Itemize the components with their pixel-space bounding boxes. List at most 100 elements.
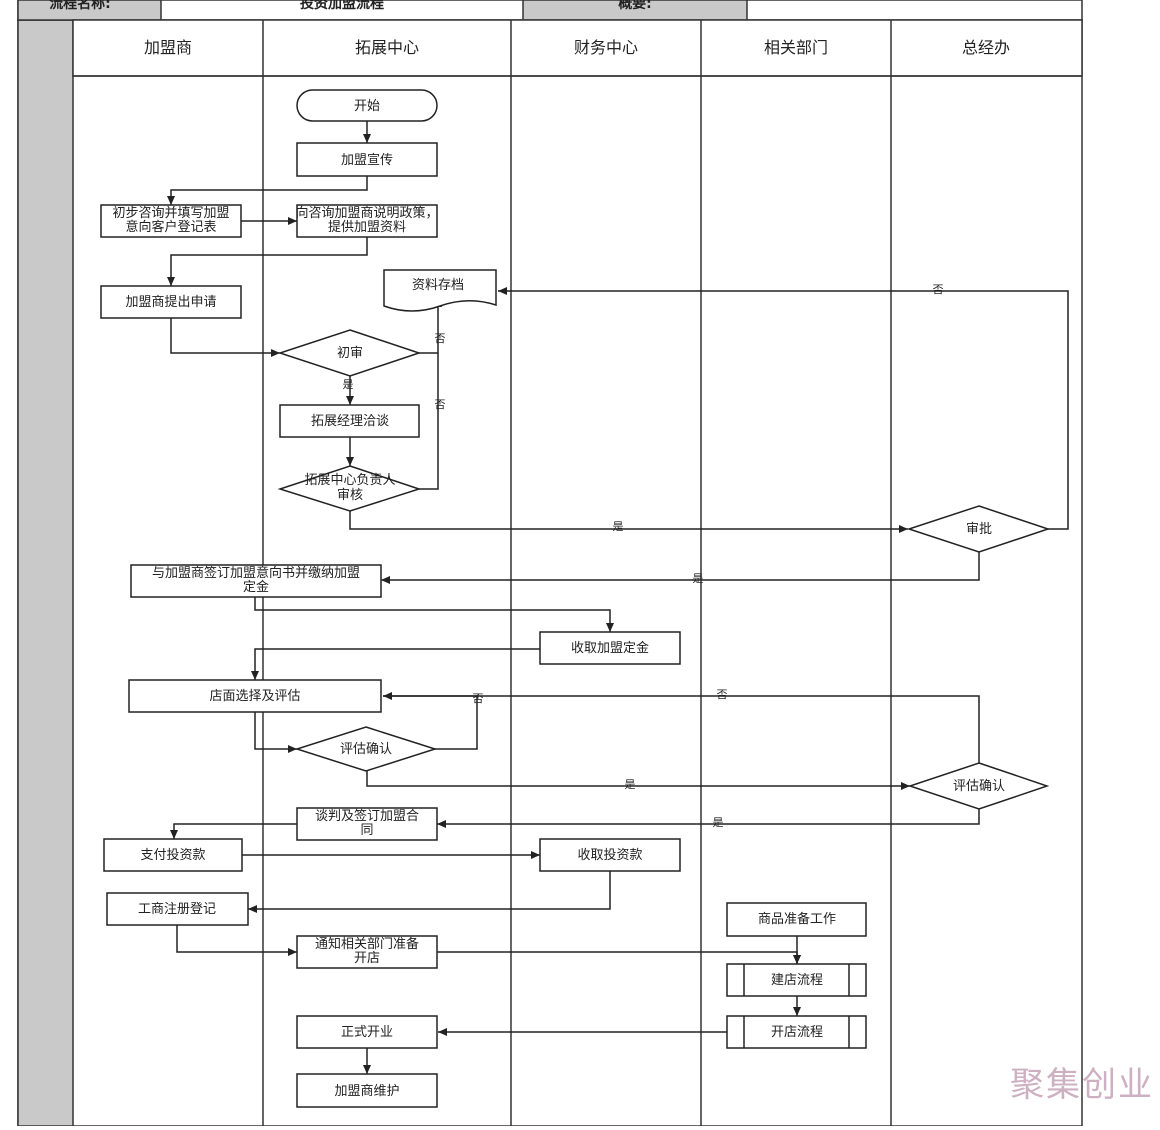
node-consult-line1: 初步咨询并填写加盟 bbox=[112, 206, 229, 221]
node-deposit-contract-line1: 与加盟商签订加盟意向书并缴纳加盟 bbox=[152, 565, 360, 581]
node-grand-opening: 正式开业 bbox=[341, 1025, 393, 1040]
node-start-shape bbox=[296, 89, 438, 122]
node-approve: 审批 bbox=[966, 522, 992, 537]
lanes: 加盟商 拓展中心 财务中心 相关部门 总经办 bbox=[72, 19, 1083, 1126]
edge-gm-confirm-yes-to-sign bbox=[437, 809, 980, 828]
node-n12-shape bbox=[128, 679, 382, 713]
label-confirm-no: 否 bbox=[473, 692, 484, 705]
header-process-name: 投资加盟流程 bbox=[300, 0, 384, 12]
label-audit-no: 否 bbox=[435, 398, 446, 411]
label-gm-confirm-yes: 是 bbox=[713, 816, 724, 829]
node-labels: 开始 加盟宣传 初步咨询并填写加盟 意向客户登记表 向咨询加盟商说明政策， 提供… bbox=[112, 99, 1005, 1099]
node-maintenance: 加盟商维护 bbox=[334, 1084, 399, 1099]
left-strip bbox=[17, 19, 74, 1127]
edge-site-to-confirm bbox=[254, 712, 297, 753]
node-audit-line1: 拓展中心负责人 bbox=[304, 473, 395, 488]
header-process-label: 流程名称: bbox=[49, 0, 111, 12]
node-archive: 资料存档 bbox=[412, 278, 464, 293]
node-collect-deposit: 收取加盟定金 bbox=[571, 640, 649, 656]
node-n8-shape bbox=[277, 465, 422, 512]
node-n21-shape bbox=[726, 963, 867, 997]
node-n13-shape bbox=[294, 726, 438, 772]
edge-sign-to-pay bbox=[170, 823, 297, 839]
node-sign-line2: 同 bbox=[360, 823, 373, 838]
node-explain-line2: 提供加盟资料 bbox=[328, 219, 406, 235]
node-audit-line2: 审核 bbox=[337, 488, 363, 503]
node-n10-shape bbox=[130, 564, 382, 598]
edge-register-to-notify bbox=[176, 925, 297, 956]
node-start: 开始 bbox=[354, 99, 380, 114]
edge-apply-to-review bbox=[170, 318, 280, 357]
node-n7-shape bbox=[279, 404, 420, 438]
node-pay: 支付投资款 bbox=[140, 847, 205, 863]
node-sign-line1: 谈判及签订加盟合 bbox=[315, 808, 419, 824]
header-summary-label: 概要: bbox=[618, 0, 652, 12]
node-gm-assess-confirm: 评估确认 bbox=[953, 779, 1005, 794]
edge-collect-to-register bbox=[248, 871, 611, 913]
edge-contract-to-collect-deposit bbox=[254, 597, 614, 632]
node-collect-investment: 收取投资款 bbox=[577, 847, 642, 863]
edge-audit-yes-to-approve bbox=[349, 511, 908, 533]
edge-collect-deposit-to-site bbox=[251, 648, 540, 680]
node-n2-shape bbox=[100, 204, 242, 238]
header-row: 流程名称: 投资加盟流程 概要: bbox=[17, 0, 1083, 21]
lane-title-franchisee: 加盟商 bbox=[144, 38, 192, 57]
node-n4-shape bbox=[383, 269, 497, 312]
watermark: 聚集创业 bbox=[1010, 1065, 1154, 1105]
node-n18-shape bbox=[106, 892, 249, 926]
edge-approve-no-to-archive bbox=[498, 287, 1069, 530]
node-n1-shape bbox=[296, 142, 438, 177]
edge-gm-confirm-no-to-site bbox=[383, 695, 980, 763]
node-n17-shape bbox=[539, 838, 681, 872]
node-n6-shape bbox=[277, 329, 422, 377]
node-n9-shape bbox=[906, 505, 1051, 553]
label-audit-yes: 是 bbox=[613, 520, 624, 533]
lane-title-general-office: 总经办 bbox=[962, 38, 1010, 57]
label-gm-confirm-no: 否 bbox=[717, 688, 728, 701]
label-approve-no: 否 bbox=[933, 283, 944, 296]
node-site-selection: 店面选择及评估 bbox=[209, 689, 300, 704]
edge-approve-yes-to-deposit-contract bbox=[381, 552, 980, 584]
nodes bbox=[100, 89, 1051, 1108]
node-n23-shape bbox=[296, 1015, 438, 1049]
edge-labels: 是 否 否 是 否 是 否 否 是 是 bbox=[343, 283, 944, 829]
edge-audit-no-up bbox=[419, 353, 439, 490]
node-n19-shape bbox=[726, 902, 867, 937]
lane-title-finance-center: 财务中心 bbox=[574, 38, 638, 57]
node-n16-shape bbox=[103, 838, 243, 872]
node-n3-shape bbox=[296, 204, 438, 238]
node-assess-confirm: 评估确认 bbox=[340, 742, 392, 757]
node-n24-shape bbox=[296, 1073, 438, 1108]
node-notify-line1: 通知相关部门准备 bbox=[315, 936, 419, 952]
node-consult-line2: 意向客户登记表 bbox=[125, 219, 216, 235]
node-apply: 加盟商提出申请 bbox=[125, 294, 216, 310]
node-goods-prep: 商品准备工作 bbox=[758, 911, 836, 927]
node-n20-shape bbox=[296, 935, 438, 969]
label-approve-yes: 是 bbox=[693, 572, 704, 585]
edges bbox=[167, 121, 1069, 1074]
label-confirm-yes: 是 bbox=[625, 778, 636, 791]
node-n14-shape bbox=[907, 762, 1050, 810]
label-review-yes: 是 bbox=[343, 378, 354, 391]
lane-title-related-departments: 相关部门 bbox=[764, 38, 828, 57]
node-open-store: 开店流程 bbox=[771, 1025, 823, 1040]
label-review-no: 否 bbox=[435, 332, 446, 345]
node-build-store: 建店流程 bbox=[771, 973, 823, 988]
edge-publicity-to-consult bbox=[167, 176, 368, 205]
node-n15-shape bbox=[296, 807, 438, 841]
edge-explain-to-apply bbox=[167, 237, 368, 286]
node-deposit-contract-line2: 定金 bbox=[243, 579, 269, 595]
node-publicity: 加盟宣传 bbox=[341, 152, 393, 168]
node-registration: 工商注册登记 bbox=[138, 902, 216, 917]
node-n11-shape bbox=[539, 631, 681, 665]
node-notify-line2: 开店 bbox=[354, 951, 380, 966]
edge-notify-to-build bbox=[437, 951, 801, 964]
lane-title-expansion-center: 拓展中心 bbox=[355, 38, 419, 57]
node-n5-shape bbox=[100, 285, 242, 319]
node-initial-review: 初审 bbox=[337, 346, 363, 361]
node-negotiate: 拓展经理洽谈 bbox=[311, 414, 389, 429]
node-n22-shape bbox=[726, 1015, 867, 1049]
edge-confirm-yes-to-gm-confirm bbox=[366, 771, 910, 790]
